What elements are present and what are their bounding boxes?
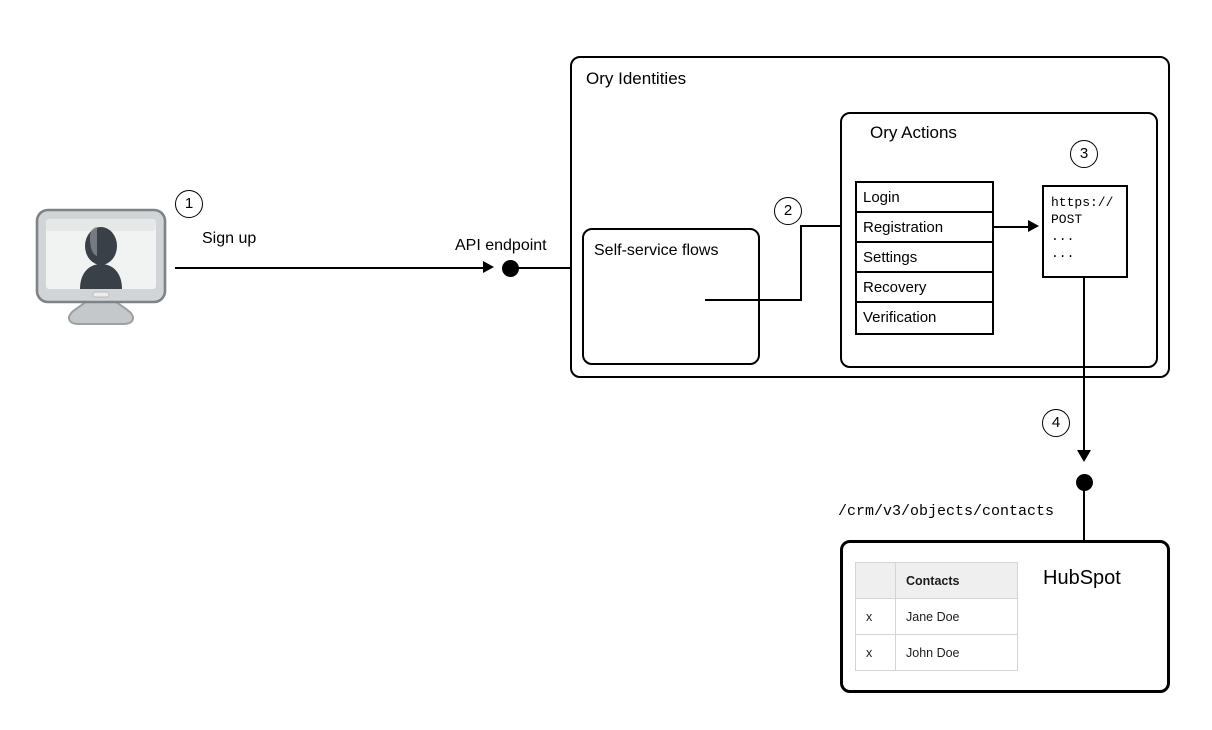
table-row[interactable]: x John Doe	[855, 634, 1018, 671]
flow-route-segment-h1	[705, 299, 802, 301]
table-row[interactable]: x Jane Doe	[855, 598, 1018, 635]
flow-route-segment-v	[800, 225, 802, 301]
step-badge-4: 4	[1042, 409, 1070, 437]
webhook-arrowhead	[1028, 220, 1039, 232]
hubspot-api-path-label: /crm/v3/objects/contacts	[838, 503, 1055, 520]
self-service-flows-box	[582, 228, 760, 365]
hubspot-endpoint-dot	[1076, 474, 1093, 491]
ory-actions-title: Ory Actions	[870, 123, 957, 142]
hubspot-arrowhead	[1077, 450, 1091, 462]
sign-up-label: Sign up	[202, 230, 257, 247]
self-service-flows-title: Self-service flows	[594, 242, 719, 259]
step-badge-2: 2	[774, 197, 802, 225]
table-header-contacts: Contacts	[895, 562, 1018, 599]
api-endpoint-dot	[502, 260, 519, 277]
flow-route-segment-h2	[800, 225, 844, 227]
ory-identities-title: Ory Identities	[586, 69, 687, 88]
flow-item-verification[interactable]: Verification	[857, 303, 992, 333]
hubspot-brand-label: HubSpot	[1043, 567, 1121, 589]
webhook-line-method: POST	[1051, 212, 1083, 227]
row-mark: x	[855, 598, 896, 635]
row-contact-name: Jane Doe	[895, 598, 1018, 635]
hubspot-endpoint-stub-line	[1083, 488, 1085, 542]
api-endpoint-stub-line	[516, 267, 572, 269]
webhook-config-box: https:// POST ... ...	[1042, 185, 1128, 278]
self-service-flow-list: Login Registration Settings Recovery Ver…	[855, 181, 994, 335]
flow-item-settings[interactable]: Settings	[857, 243, 992, 273]
flow-item-login[interactable]: Login	[857, 183, 992, 213]
api-endpoint-label: API endpoint	[455, 237, 547, 254]
webhook-line-url: https://	[1051, 195, 1114, 210]
hubspot-connector-line	[1083, 278, 1085, 460]
row-contact-name: John Doe	[895, 634, 1018, 671]
contacts-table: Contacts x Jane Doe x John Doe	[855, 562, 1018, 671]
webhook-connector-line	[994, 226, 1030, 228]
step-badge-3: 3	[1070, 140, 1098, 168]
signup-arrowhead	[483, 261, 494, 273]
table-header-row: Contacts	[855, 562, 1018, 599]
webhook-line-ellipsis-2: ...	[1051, 246, 1075, 261]
signup-connector-line	[175, 267, 485, 269]
flow-item-registration[interactable]: Registration	[857, 213, 992, 243]
webhook-line-ellipsis-1: ...	[1051, 229, 1075, 244]
user-monitor-icon	[35, 206, 167, 326]
table-header-blank	[855, 562, 896, 599]
step-badge-1: 1	[175, 190, 203, 218]
flow-item-recovery[interactable]: Recovery	[857, 273, 992, 303]
row-mark: x	[855, 634, 896, 671]
